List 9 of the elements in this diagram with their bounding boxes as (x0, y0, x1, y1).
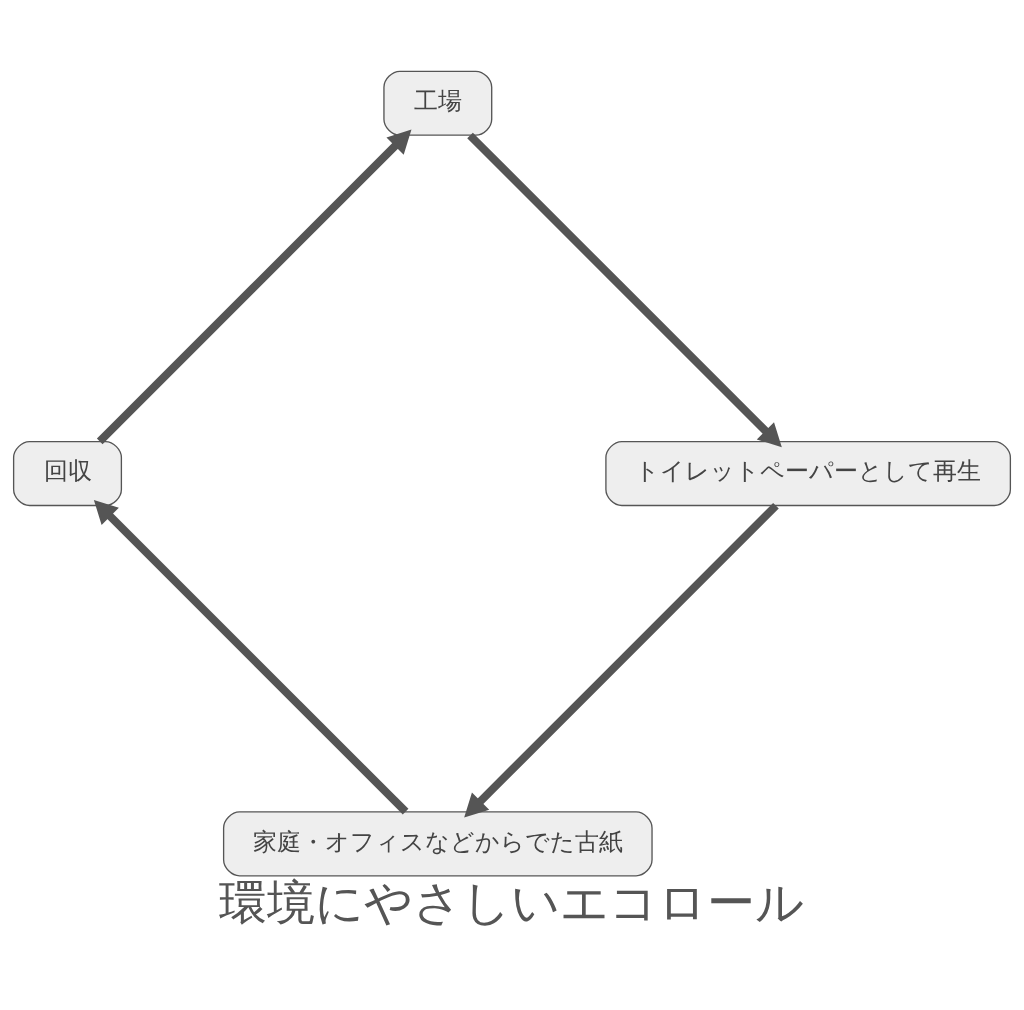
arrow (467, 132, 782, 447)
node-box: 家庭・オフィスなどからでた古紙 (222, 810, 653, 876)
node-box: トイレットペーパーとして再生 (605, 440, 1012, 506)
node-box: 回収 (12, 440, 123, 506)
arrow (464, 502, 779, 818)
arrow (93, 499, 409, 814)
caption: 環境にやさしいエコロール (219, 874, 805, 930)
arrow (96, 129, 412, 444)
node-box: 工場 (383, 70, 493, 136)
